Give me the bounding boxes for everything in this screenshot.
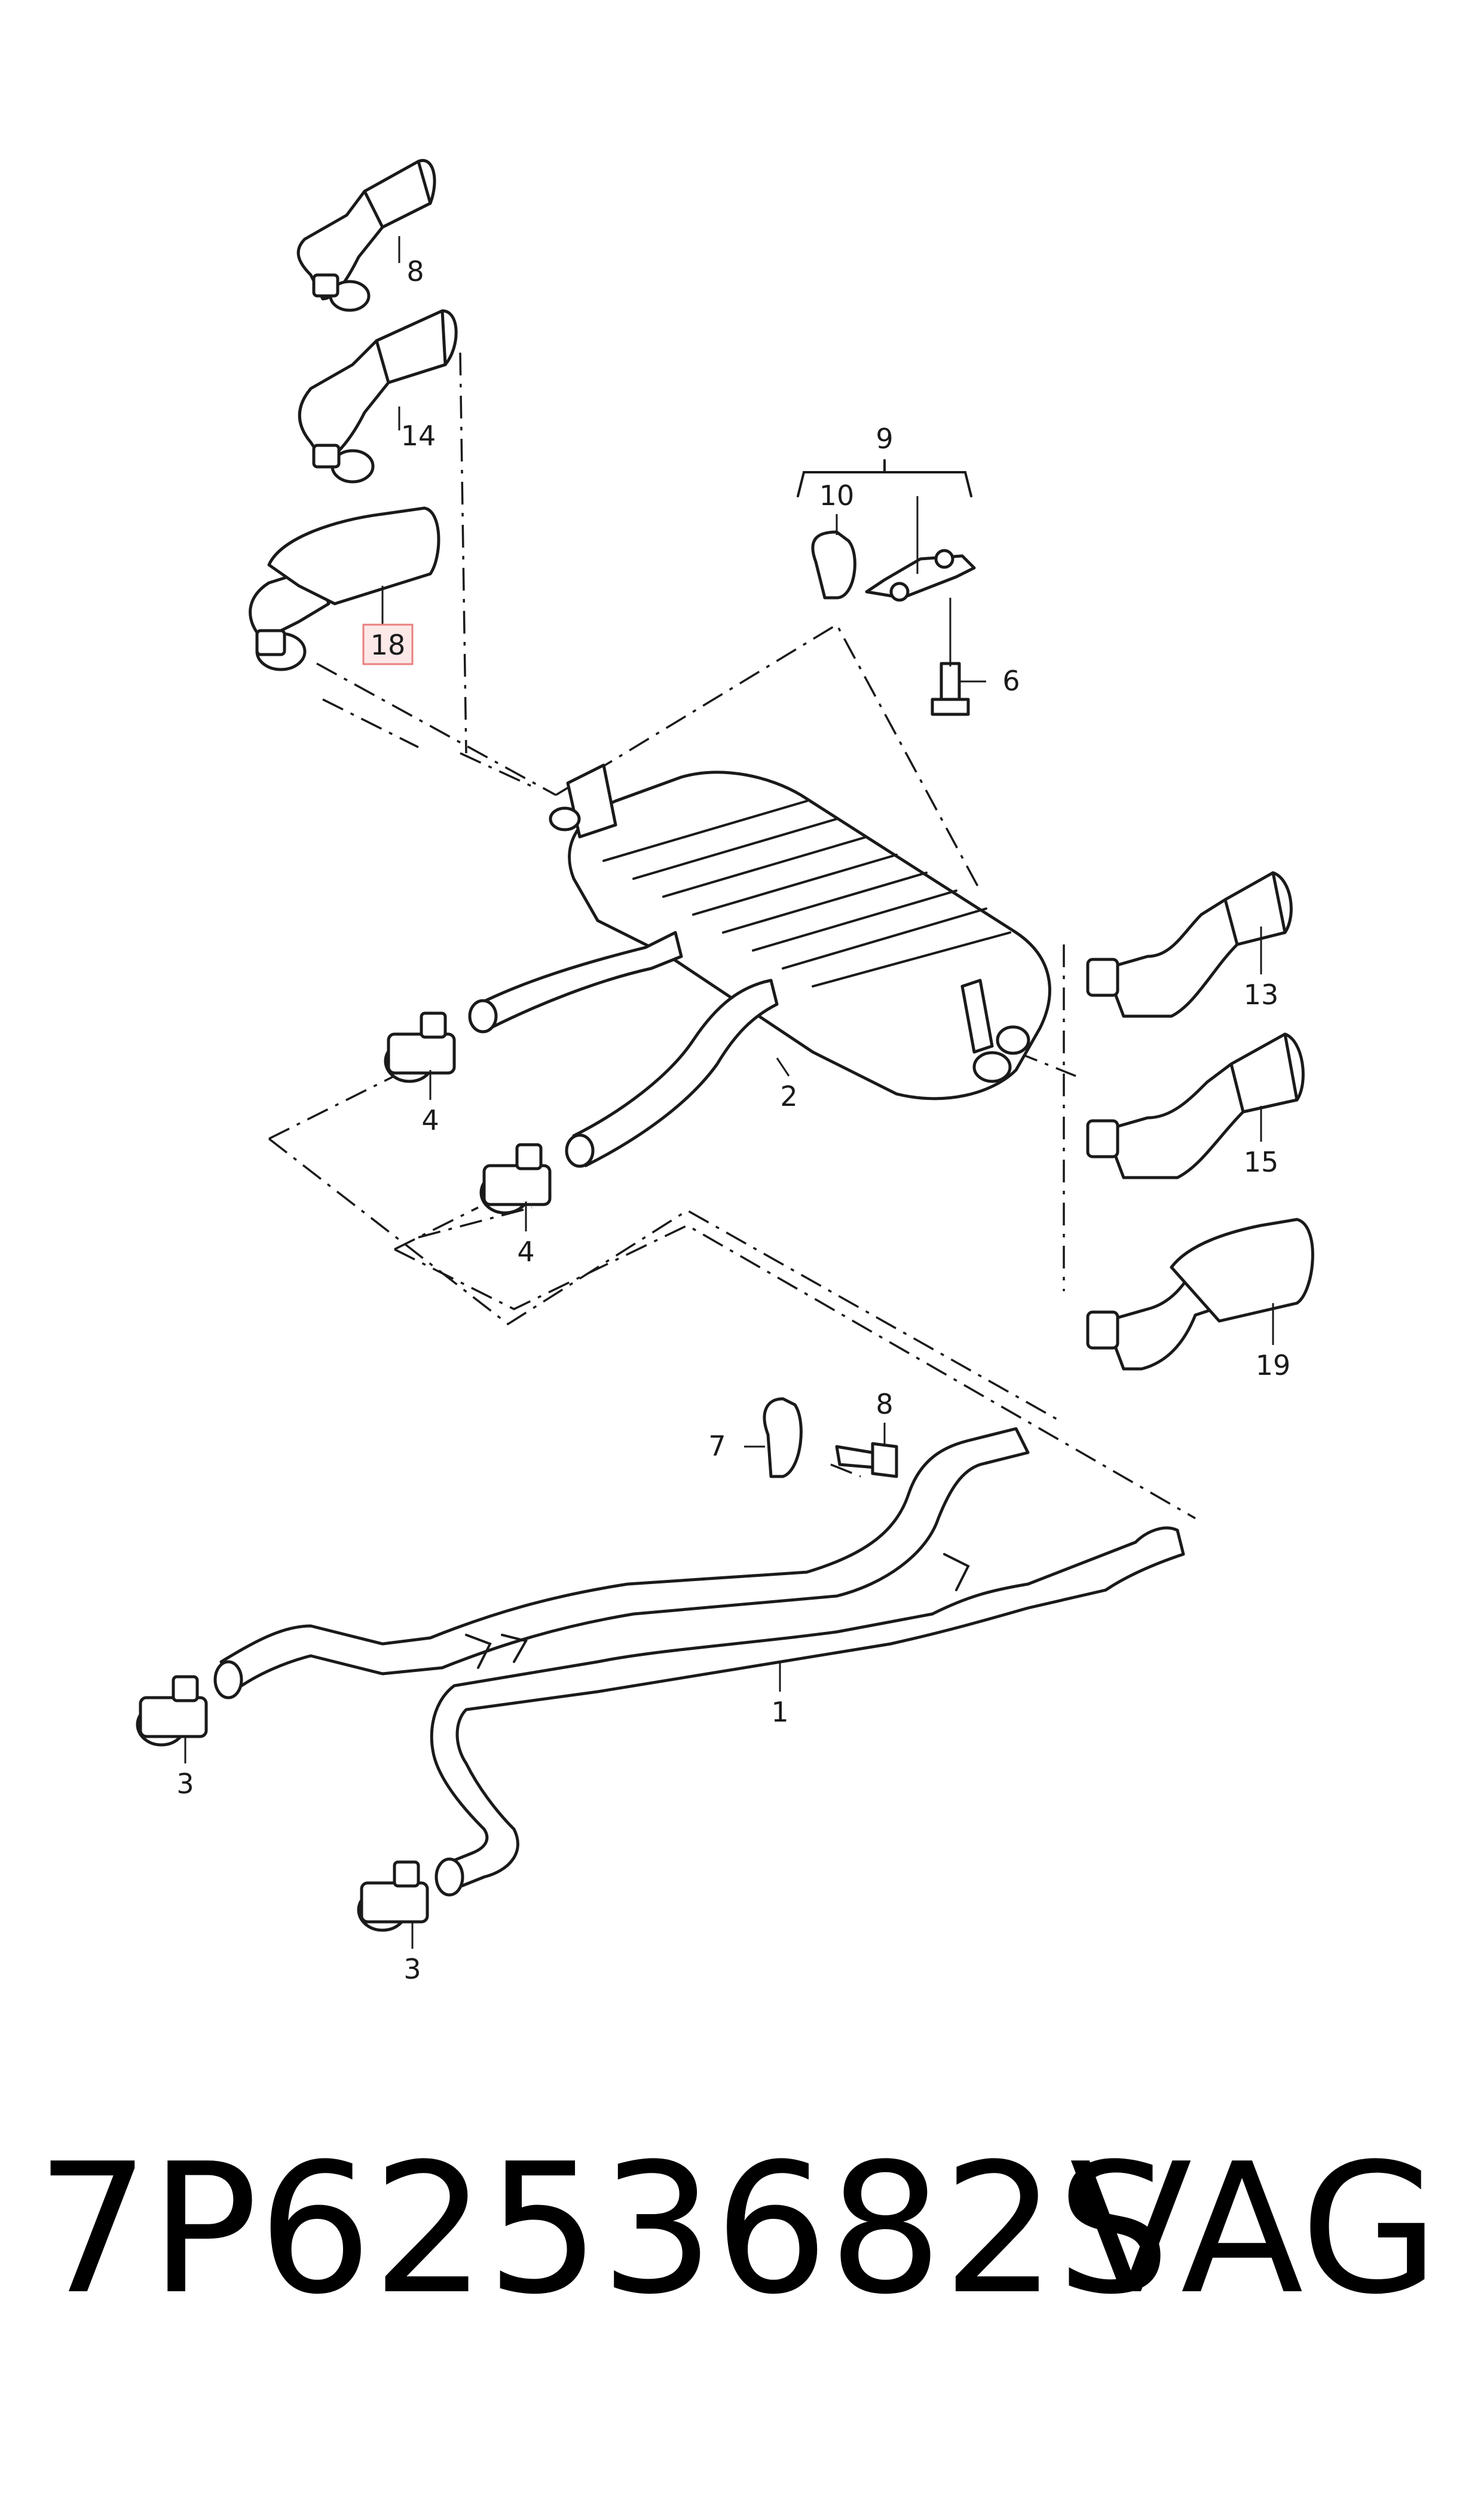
part-number-caption: 7P6253682S xyxy=(36,2125,1171,2334)
callout-2: 2 xyxy=(780,1080,797,1112)
callout-3-upper: 3 xyxy=(176,1768,194,1800)
pipe-clamp-4-lower xyxy=(479,1143,552,1215)
pipe-clamp-3-lower xyxy=(357,1860,429,1932)
exhaust-tip-14 xyxy=(298,309,458,484)
mounting-bracket-group xyxy=(797,459,976,716)
callout-1: 1 xyxy=(771,1696,788,1728)
callout-leaders xyxy=(184,236,1274,1949)
callout-10: 10 xyxy=(819,479,855,512)
brand-caption: VAG xyxy=(1069,2125,1439,2334)
callout-8: 8 xyxy=(876,1388,893,1420)
callout-4-upper: 4 xyxy=(421,1104,439,1136)
assembly-guide-lines xyxy=(268,352,1196,1520)
exhaust-tip-19 xyxy=(1086,1218,1314,1371)
exhaust-tip-12 xyxy=(296,158,436,312)
callout-3-lower: 3 xyxy=(403,1953,421,1985)
pipe-clamp-3-upper xyxy=(136,1675,208,1747)
rubber-mount-7 xyxy=(763,1397,803,1478)
callout-19: 19 xyxy=(1256,1349,1291,1381)
exhaust-tip-18 xyxy=(249,506,440,671)
callout-18: 18 xyxy=(371,629,406,661)
callout-15: 15 xyxy=(1244,1146,1279,1178)
silencer-inlet-pipes xyxy=(468,931,779,1168)
exhaust-tip-13 xyxy=(1086,871,1293,1018)
rear-silencer-2 xyxy=(549,763,1051,1100)
callout-13: 13 xyxy=(1244,979,1279,1011)
callout-14: 14 xyxy=(401,420,436,452)
pipe-clamp-4-upper xyxy=(384,1011,456,1083)
callout-labels: 8 14 18 9 10 6 2 4 4 13 15 19 7 8 1 3 3 xyxy=(176,255,1290,1985)
callout-7: 7 xyxy=(708,1430,726,1462)
front-pipe-1 xyxy=(213,1427,1185,1897)
exhaust-tip-15 xyxy=(1086,1032,1305,1179)
callout-6: 6 xyxy=(1002,665,1020,697)
callout-9: 9 xyxy=(876,423,893,455)
callout-12: 8 xyxy=(406,255,424,288)
bolt-8 xyxy=(835,1442,898,1478)
callout-18-highlight xyxy=(362,623,414,665)
callout-4-lower: 4 xyxy=(517,1236,534,1268)
